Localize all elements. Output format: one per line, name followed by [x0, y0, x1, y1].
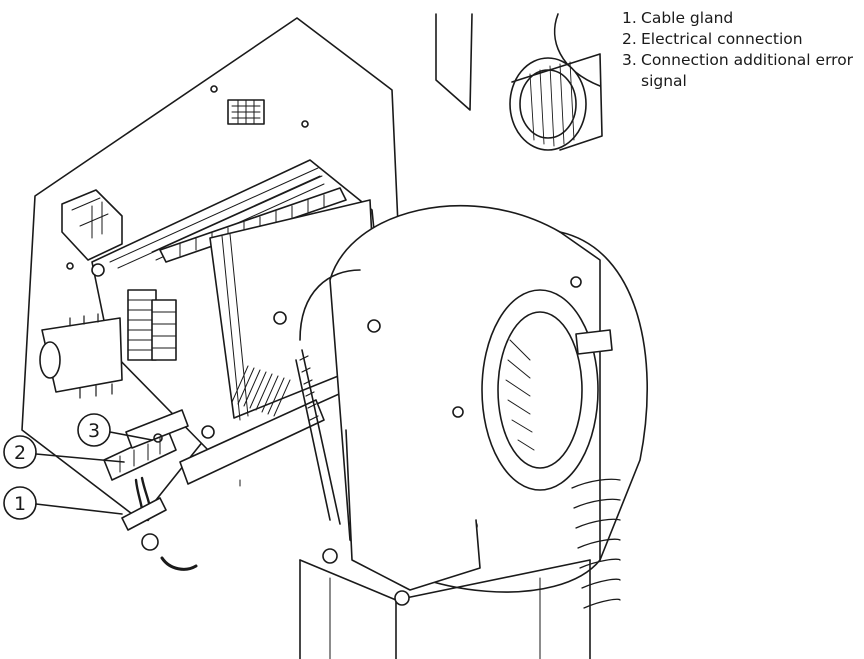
legend-number: 2.	[622, 30, 637, 48]
pedestal	[299, 429, 591, 659]
legend-item: 2. Electrical connection	[622, 29, 858, 50]
callout-1: 1	[14, 493, 26, 515]
callout-3: 3	[88, 420, 100, 442]
legend: 1. Cable gland 2. Electrical connection …	[622, 8, 858, 92]
legend-label: Connection additional error signal	[641, 51, 854, 90]
side-component	[39, 313, 123, 399]
callout-2: 2	[14, 442, 26, 464]
plate-connector-block	[227, 99, 265, 125]
control-unit	[91, 159, 389, 453]
legend-label: Electrical connection	[641, 30, 803, 48]
bottom-rail	[179, 399, 325, 485]
gas-pipe	[435, 13, 603, 151]
legend-number: 1.	[622, 9, 637, 27]
legend-item: 1. Cable gland	[622, 8, 858, 29]
callout-marks	[3, 413, 153, 520]
legend-number: 3.	[622, 51, 637, 69]
plug-connector-top	[61, 189, 123, 261]
legend-item: 3. Connection additional error signal	[622, 50, 858, 92]
legend-label: Cable gland	[641, 9, 734, 27]
